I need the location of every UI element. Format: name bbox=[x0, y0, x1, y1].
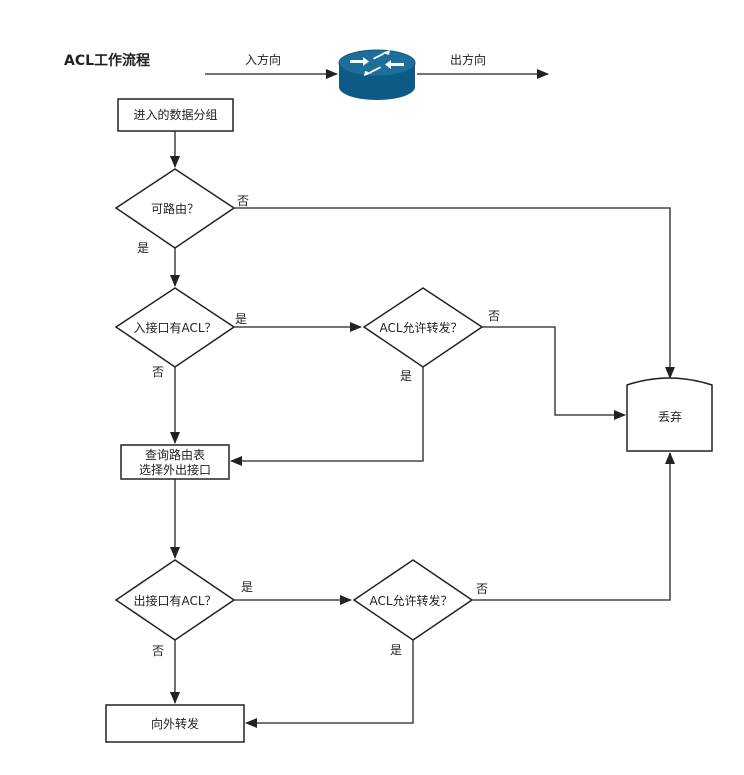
in-acl-label: 入接口有ACL？ bbox=[133, 320, 216, 335]
routable-label: 可路由？ bbox=[151, 201, 199, 216]
out-permit-label: ACL允许转发？ bbox=[369, 593, 452, 608]
route-lookup-box bbox=[120, 444, 230, 480]
edge-routable-no bbox=[234, 207, 675, 379]
edge-out-permit-yes bbox=[245, 640, 414, 728]
out-acl-yes-label: 是 bbox=[241, 580, 253, 594]
in-acl-yes-label: 是 bbox=[235, 312, 247, 326]
out-permit-no-label: 否 bbox=[476, 582, 488, 596]
out-acl-no-label: 否 bbox=[152, 644, 164, 658]
edge-in-permit-no bbox=[482, 326, 626, 420]
routable-no-label: 否 bbox=[237, 194, 249, 208]
route-lookup-line2: 选择外出接口 bbox=[139, 462, 211, 477]
edge-out-permit-no bbox=[472, 452, 675, 601]
forward-box bbox=[105, 704, 245, 743]
drop-terminal bbox=[626, 377, 713, 452]
enter-packet-box bbox=[117, 98, 234, 132]
route-lookup-line1: 查询路由表 bbox=[145, 447, 205, 462]
diagram-title: ACL工作流程 bbox=[64, 52, 150, 69]
router-icon bbox=[338, 49, 416, 100]
out-direction-label: 出方向 bbox=[450, 52, 486, 67]
forward-label: 向外转发 bbox=[151, 716, 199, 731]
in-permit-yes-label: 是 bbox=[400, 369, 412, 383]
in-permit-label: ACL允许转发？ bbox=[379, 320, 462, 335]
edge-in-permit-yes bbox=[230, 367, 424, 466]
in-permit-no-label: 否 bbox=[488, 309, 500, 323]
out-permit-yes-label: 是 bbox=[390, 643, 402, 657]
out-acl-label: 出接口有ACL？ bbox=[133, 593, 216, 608]
in-direction-label: 入方向 bbox=[245, 52, 281, 67]
drop-label: 丢弃 bbox=[658, 409, 682, 424]
enter-packet-label: 进入的数据分组 bbox=[133, 107, 217, 122]
routable-yes-label: 是 bbox=[137, 241, 149, 255]
in-acl-no-label: 否 bbox=[152, 365, 164, 379]
